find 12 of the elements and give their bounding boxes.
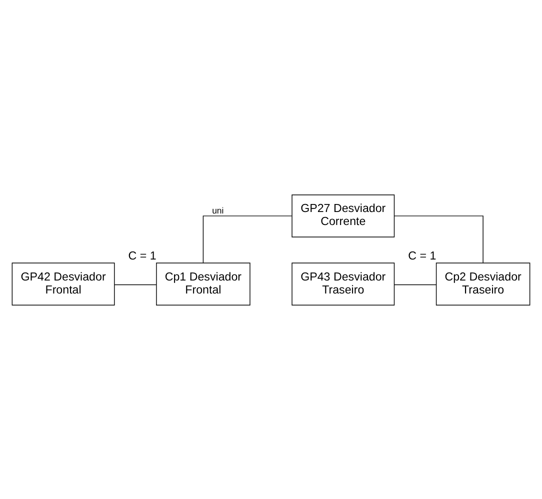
node-label: C = 1 xyxy=(128,248,156,262)
node-box: GP42 Desviador Frontal xyxy=(12,262,115,305)
node-box: GP27 Desviador Corrente xyxy=(292,194,395,237)
node-box: Cp1 Desviador Frontal xyxy=(156,262,250,305)
connector xyxy=(394,284,437,285)
edge-label: uni xyxy=(212,204,224,215)
node-box: GP43 Desviador Traseiro xyxy=(292,262,395,305)
node-label: C = 1 xyxy=(408,248,436,262)
connector xyxy=(394,215,484,263)
node-box: Cp2 Desviador Traseiro xyxy=(436,262,530,305)
connector xyxy=(202,215,292,263)
connector xyxy=(114,284,157,285)
